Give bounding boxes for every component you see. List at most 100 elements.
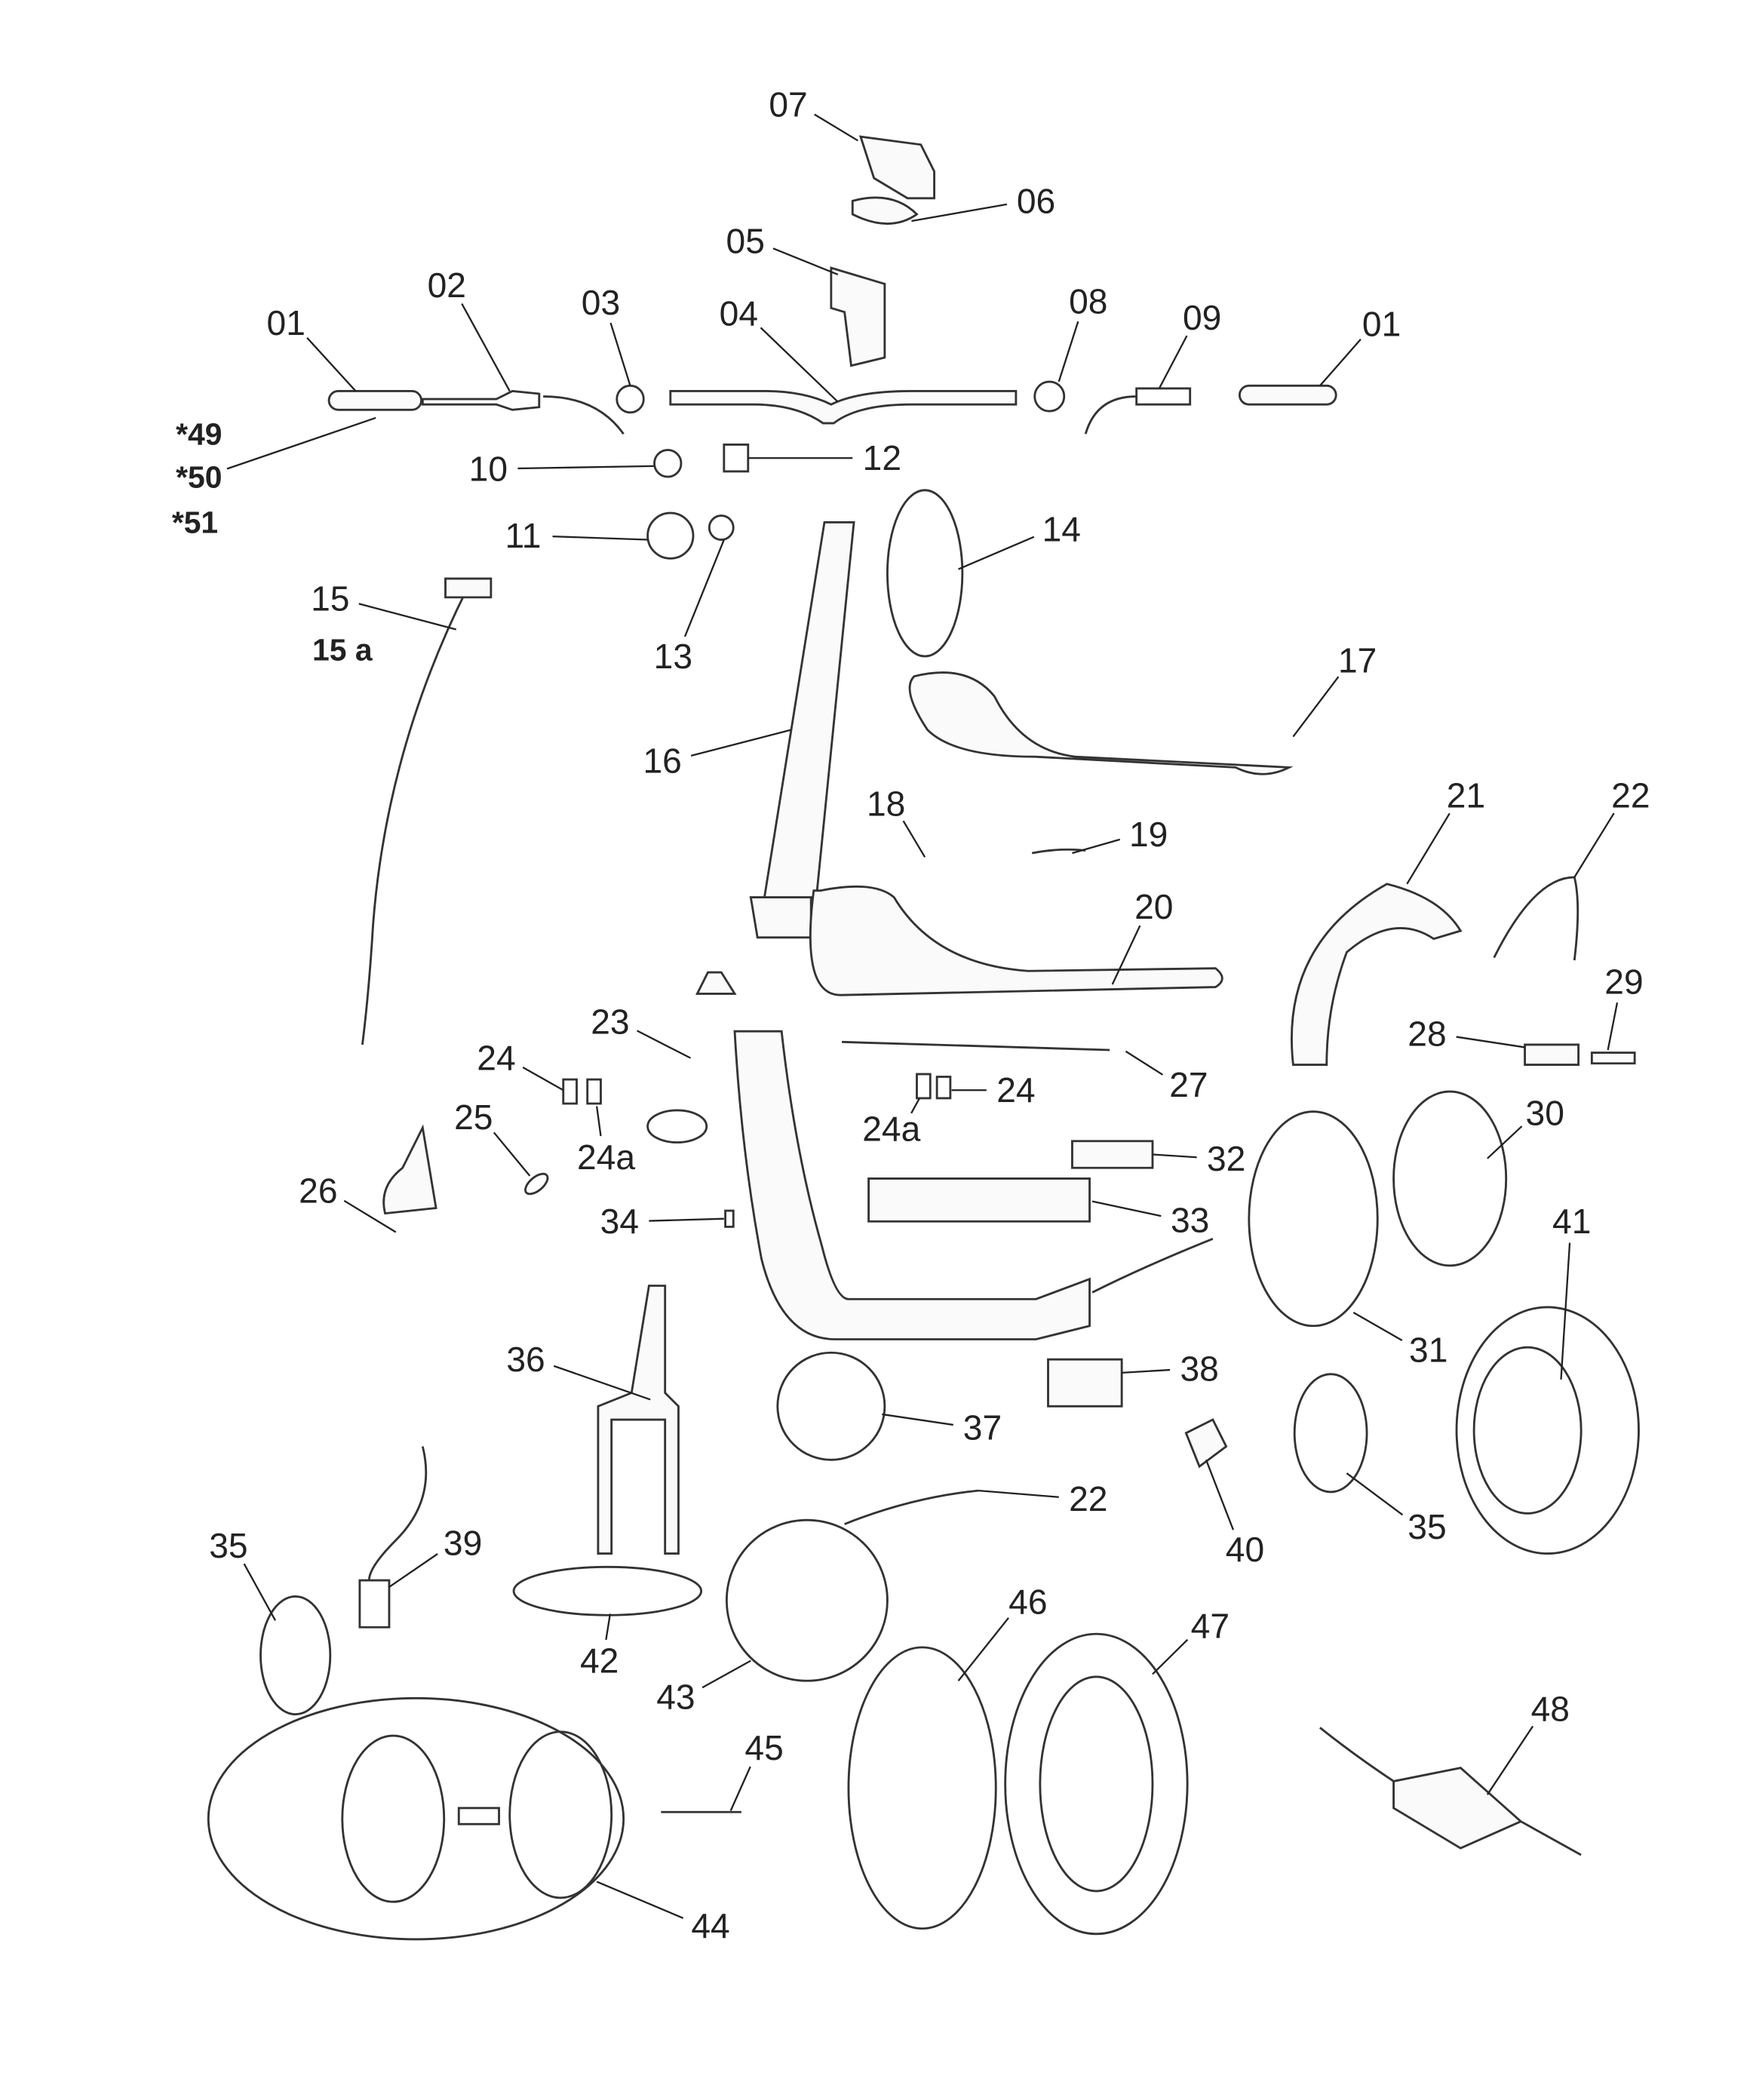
part-06 [851,196,919,225]
leader-line [1125,1050,1164,1076]
part-rear-fender [1291,883,1463,1066]
part-22-front [844,1489,979,1525]
leader-line [552,535,648,541]
leader-line [358,603,457,631]
leader-line [1319,338,1362,387]
leader-line [1091,1200,1162,1217]
part-label-22: 22 [1069,1479,1107,1518]
part-display-05 [830,266,886,367]
part-13 [708,514,735,541]
leader-line [522,1066,564,1091]
part-label-19: 19 [1129,815,1168,854]
part-cable [361,588,468,1045]
part-disc-35-left [259,1595,332,1716]
part-label-33: 33 [1171,1200,1209,1239]
part-24-right [935,1076,952,1100]
part-brake-lever [421,389,625,435]
part-label-20: 20 [1134,887,1173,926]
leader-line [1346,1472,1404,1516]
leader-line [760,327,839,403]
leader-line [1072,838,1121,855]
part-label-41: 41 [1552,1202,1591,1241]
part-label-39: 39 [444,1523,482,1562]
leader-line [596,1880,684,1919]
part-29 [1590,1052,1636,1065]
part-23-cap [695,971,737,995]
leader-line [902,820,926,858]
leader-line [493,1131,531,1177]
part-23-ring [646,1109,708,1144]
leader-line [609,322,631,386]
leader-line [701,1659,751,1689]
leader-line [1607,1002,1619,1051]
part-grip-tape [908,671,1294,775]
part-throttle [1084,387,1192,434]
leader-line [772,247,839,276]
part-32 [1071,1140,1154,1169]
leader-line [882,1413,953,1426]
part-14-detail [886,489,964,658]
part-label-10: 10 [469,449,508,488]
part-inner-tube [847,1646,997,1930]
part-label-32: 32 [1207,1139,1245,1178]
part-label-01: 01 [1362,305,1401,344]
part-disc-35-right [1293,1373,1368,1494]
leader-line [343,1199,397,1233]
part-rear-fork [1091,1238,1214,1294]
leader-line [1205,1459,1235,1530]
leader-line [1560,1242,1571,1380]
part-12 [723,444,750,473]
part-label-24a: 24a [862,1110,920,1149]
part-37-detail [776,1351,886,1461]
part-label-03: 03 [582,283,620,322]
part-10 [653,449,683,478]
leader-line [1456,1036,1525,1048]
leader-line [690,729,791,757]
leader-line [814,113,858,142]
part-label-35: 35 [209,1526,247,1565]
part-label-17: 17 [1338,640,1377,680]
part-charger [1319,1727,1582,1856]
part-label-23: 23 [591,1002,629,1042]
part-label-04: 04 [720,293,758,333]
leader-line [1352,1311,1403,1342]
part-grip-right [1238,384,1337,406]
part-label-34: 34 [600,1202,639,1241]
part-label-46: 46 [1008,1582,1047,1621]
part-label-29: 29 [1604,962,1643,1001]
part-label-36: 36 [506,1340,545,1379]
part-label-24: 24 [996,1070,1035,1110]
part-03 [616,384,645,414]
part-label-45: 45 [744,1728,783,1767]
leader-line [1486,1725,1534,1795]
part-label-43: 43 [656,1678,695,1717]
part-label-14: 14 [1042,509,1081,548]
part-24-left [562,1078,578,1105]
leader-line [1111,925,1141,985]
part-44-detail [207,1696,625,1941]
part-grip-left [327,390,422,411]
part-label-47: 47 [1191,1606,1230,1645]
leader-line [683,539,725,637]
leader-line [1292,676,1340,738]
part-handlebar [669,390,1018,425]
part-label-51: *51 [172,505,218,540]
part-30-detail [1392,1090,1508,1267]
part-28 [1524,1043,1580,1066]
part-label-44: 44 [691,1906,729,1945]
leader-line [1122,1368,1171,1374]
part-label-24a: 24a [577,1138,635,1177]
leader-line [958,536,1035,570]
part-38 [1047,1358,1123,1408]
leader-line [553,1365,651,1401]
part-frame [733,1030,1091,1340]
leader-line [1487,1125,1523,1159]
part-31-detail [1248,1110,1379,1328]
leader-line [595,1106,602,1137]
part-22 [1493,876,1579,961]
part-wheel-41 [1455,1306,1640,1555]
leader-line [1058,321,1079,382]
part-label-21: 21 [1447,776,1485,815]
leader-line [605,1613,612,1641]
